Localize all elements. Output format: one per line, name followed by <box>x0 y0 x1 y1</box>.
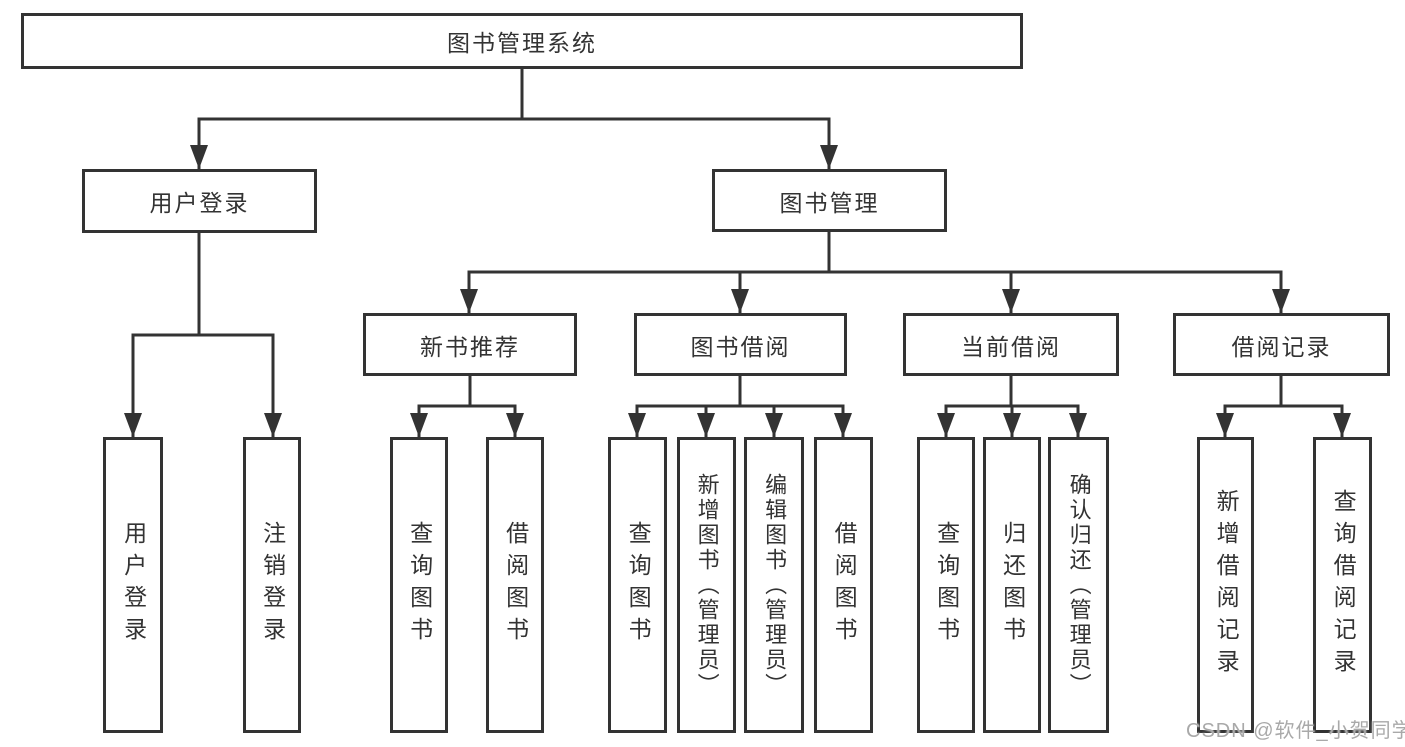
node-leaf-add-borrow-record-label: 新增借阅记录 <box>1213 489 1240 681</box>
node-borrow-record-label: 借阅记录 <box>1231 333 1332 360</box>
node-root: 图书管理系统 <box>21 13 1023 69</box>
node-leaf-borrow-book-1-label: 借阅图书 <box>502 521 529 649</box>
node-leaf-query-borrow-record: 查询借阅记录 <box>1313 437 1372 733</box>
node-leaf-query-book-2-label: 查询图书 <box>625 521 652 649</box>
watermark-text: CSDN @软件_小贺同学 <box>1186 720 1405 742</box>
node-leaf-add-book-admin: 新增图书（管理员） <box>677 437 736 733</box>
node-leaf-query-book-3-label: 查询图书 <box>933 521 960 649</box>
node-leaf-return-book: 归还图书 <box>983 437 1041 733</box>
node-leaf-query-book-1: 查询图书 <box>390 437 448 733</box>
node-book-management-label: 图书管理 <box>779 189 880 216</box>
node-leaf-borrow-book-1: 借阅图书 <box>486 437 544 733</box>
node-new-book-recommend-label: 新书推荐 <box>420 333 520 360</box>
node-leaf-add-borrow-record: 新增借阅记录 <box>1197 437 1254 733</box>
node-leaf-return-book-label: 归还图书 <box>999 521 1026 649</box>
node-leaf-user-login-label: 用户登录 <box>120 521 147 649</box>
node-leaf-logout: 注销登录 <box>243 437 301 733</box>
node-leaf-confirm-return-admin: 确认归还（管理员） <box>1048 437 1109 733</box>
node-current-borrow-label: 当前借阅 <box>961 333 1061 360</box>
node-root-label: 图书管理系统 <box>447 30 597 56</box>
node-leaf-confirm-return-admin-label: 确认归还（管理员） <box>1066 472 1092 698</box>
node-leaf-edit-book-admin: 编辑图书（管理员） <box>744 437 804 733</box>
node-leaf-user-login: 用户登录 <box>103 437 163 733</box>
node-leaf-edit-book-admin-label: 编辑图书（管理员） <box>762 472 788 698</box>
node-current-borrow: 当前借阅 <box>903 313 1119 376</box>
node-user-login-label: 用户登录 <box>149 190 250 216</box>
node-new-book-recommend: 新书推荐 <box>363 313 577 376</box>
node-leaf-query-borrow-record-label: 查询借阅记录 <box>1330 489 1357 681</box>
node-book-borrow-label: 图书借阅 <box>690 333 791 360</box>
node-leaf-add-book-admin-label: 新增图书（管理员） <box>694 472 720 698</box>
node-leaf-borrow-book-2: 借阅图书 <box>814 437 873 733</box>
node-leaf-borrow-book-2-label: 借阅图书 <box>831 521 858 649</box>
node-leaf-query-book-1-label: 查询图书 <box>406 521 433 649</box>
node-leaf-logout-label: 注销登录 <box>259 521 286 649</box>
node-book-management: 图书管理 <box>712 169 947 232</box>
node-borrow-record: 借阅记录 <box>1173 313 1390 376</box>
node-leaf-query-book-2: 查询图书 <box>608 437 667 733</box>
node-book-borrow: 图书借阅 <box>634 313 847 376</box>
node-user-login: 用户登录 <box>82 169 317 233</box>
node-leaf-query-book-3: 查询图书 <box>917 437 975 733</box>
